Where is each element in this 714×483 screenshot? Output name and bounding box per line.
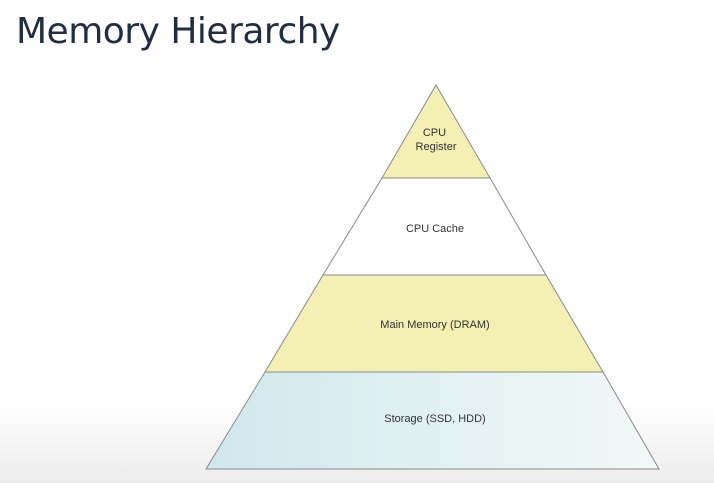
pyramid-level-storage <box>205 371 660 470</box>
register-label-line-1: CPU <box>423 127 446 139</box>
storage-label: Storage (SSD, HDD) <box>384 413 485 425</box>
main-memory-label: Main Memory (DRAM) <box>380 319 489 331</box>
register-label-line-2: Register <box>416 141 457 153</box>
register-label: CPU Register <box>416 127 457 153</box>
cache-label: CPU Cache <box>406 223 464 235</box>
slide-title: Memory Hierarchy <box>16 11 340 52</box>
